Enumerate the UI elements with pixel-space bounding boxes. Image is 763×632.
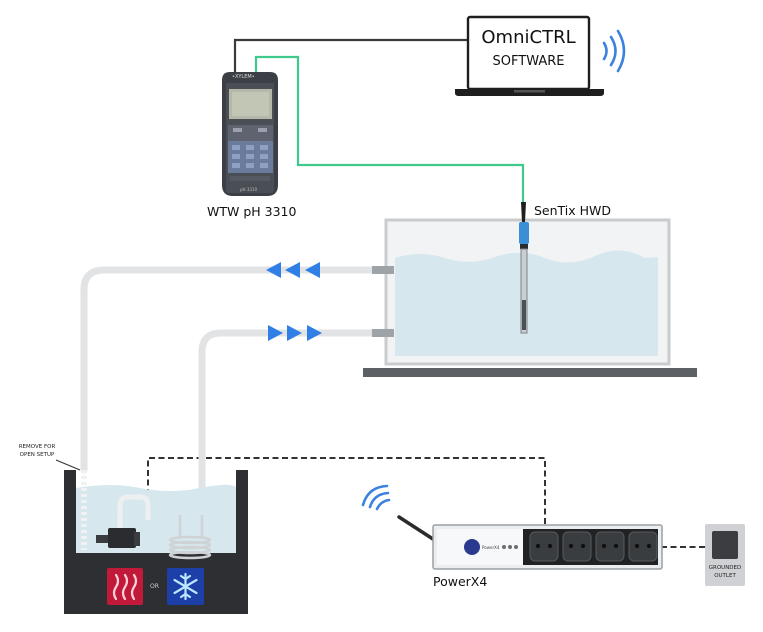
sensor-label: SenTix HWD bbox=[534, 203, 612, 218]
strip-brand: PowerX4 bbox=[482, 545, 500, 550]
ph-electrode bbox=[519, 202, 529, 334]
supply-hose bbox=[198, 329, 379, 544]
sample-tank bbox=[363, 218, 697, 377]
bath-note-line2: OPEN SETUP bbox=[19, 452, 55, 458]
outlet-label-line2: OUTLET bbox=[714, 573, 736, 579]
flow-arrows-return bbox=[266, 262, 320, 278]
bath-circulator bbox=[64, 470, 248, 614]
power-strip bbox=[361, 484, 663, 570]
laptop bbox=[455, 15, 604, 96]
inlet-fitting bbox=[372, 329, 394, 337]
meter-brand: •XYLEM• bbox=[232, 74, 255, 80]
coil bbox=[168, 515, 212, 560]
flow-arrows-supply bbox=[268, 325, 322, 341]
outlet-label-line1: GROUNDED bbox=[708, 565, 742, 571]
or-label: OR bbox=[150, 583, 159, 590]
outlet-fitting bbox=[372, 266, 394, 274]
tank-base bbox=[363, 368, 697, 377]
software-title: OmniCTRL bbox=[481, 27, 576, 48]
meter-label: WTW pH 3310 bbox=[207, 204, 297, 219]
software-subtitle: SOFTWARE bbox=[492, 54, 565, 69]
power-strip-label: PowerX4 bbox=[433, 574, 488, 589]
bath-note-line1: REMOVE FOR bbox=[18, 444, 56, 450]
socket bbox=[529, 531, 658, 562]
return-hose bbox=[80, 266, 379, 474]
ph-meter bbox=[222, 72, 278, 196]
wifi-icon bbox=[602, 29, 626, 73]
wall-outlet bbox=[705, 524, 745, 586]
wifi-icon bbox=[361, 484, 391, 511]
sensor-cable-green bbox=[254, 55, 525, 205]
meter-model-mark: pH 3310 bbox=[240, 187, 257, 192]
data-cable-meter-to-laptop bbox=[233, 38, 478, 72]
pump-body bbox=[108, 528, 136, 548]
